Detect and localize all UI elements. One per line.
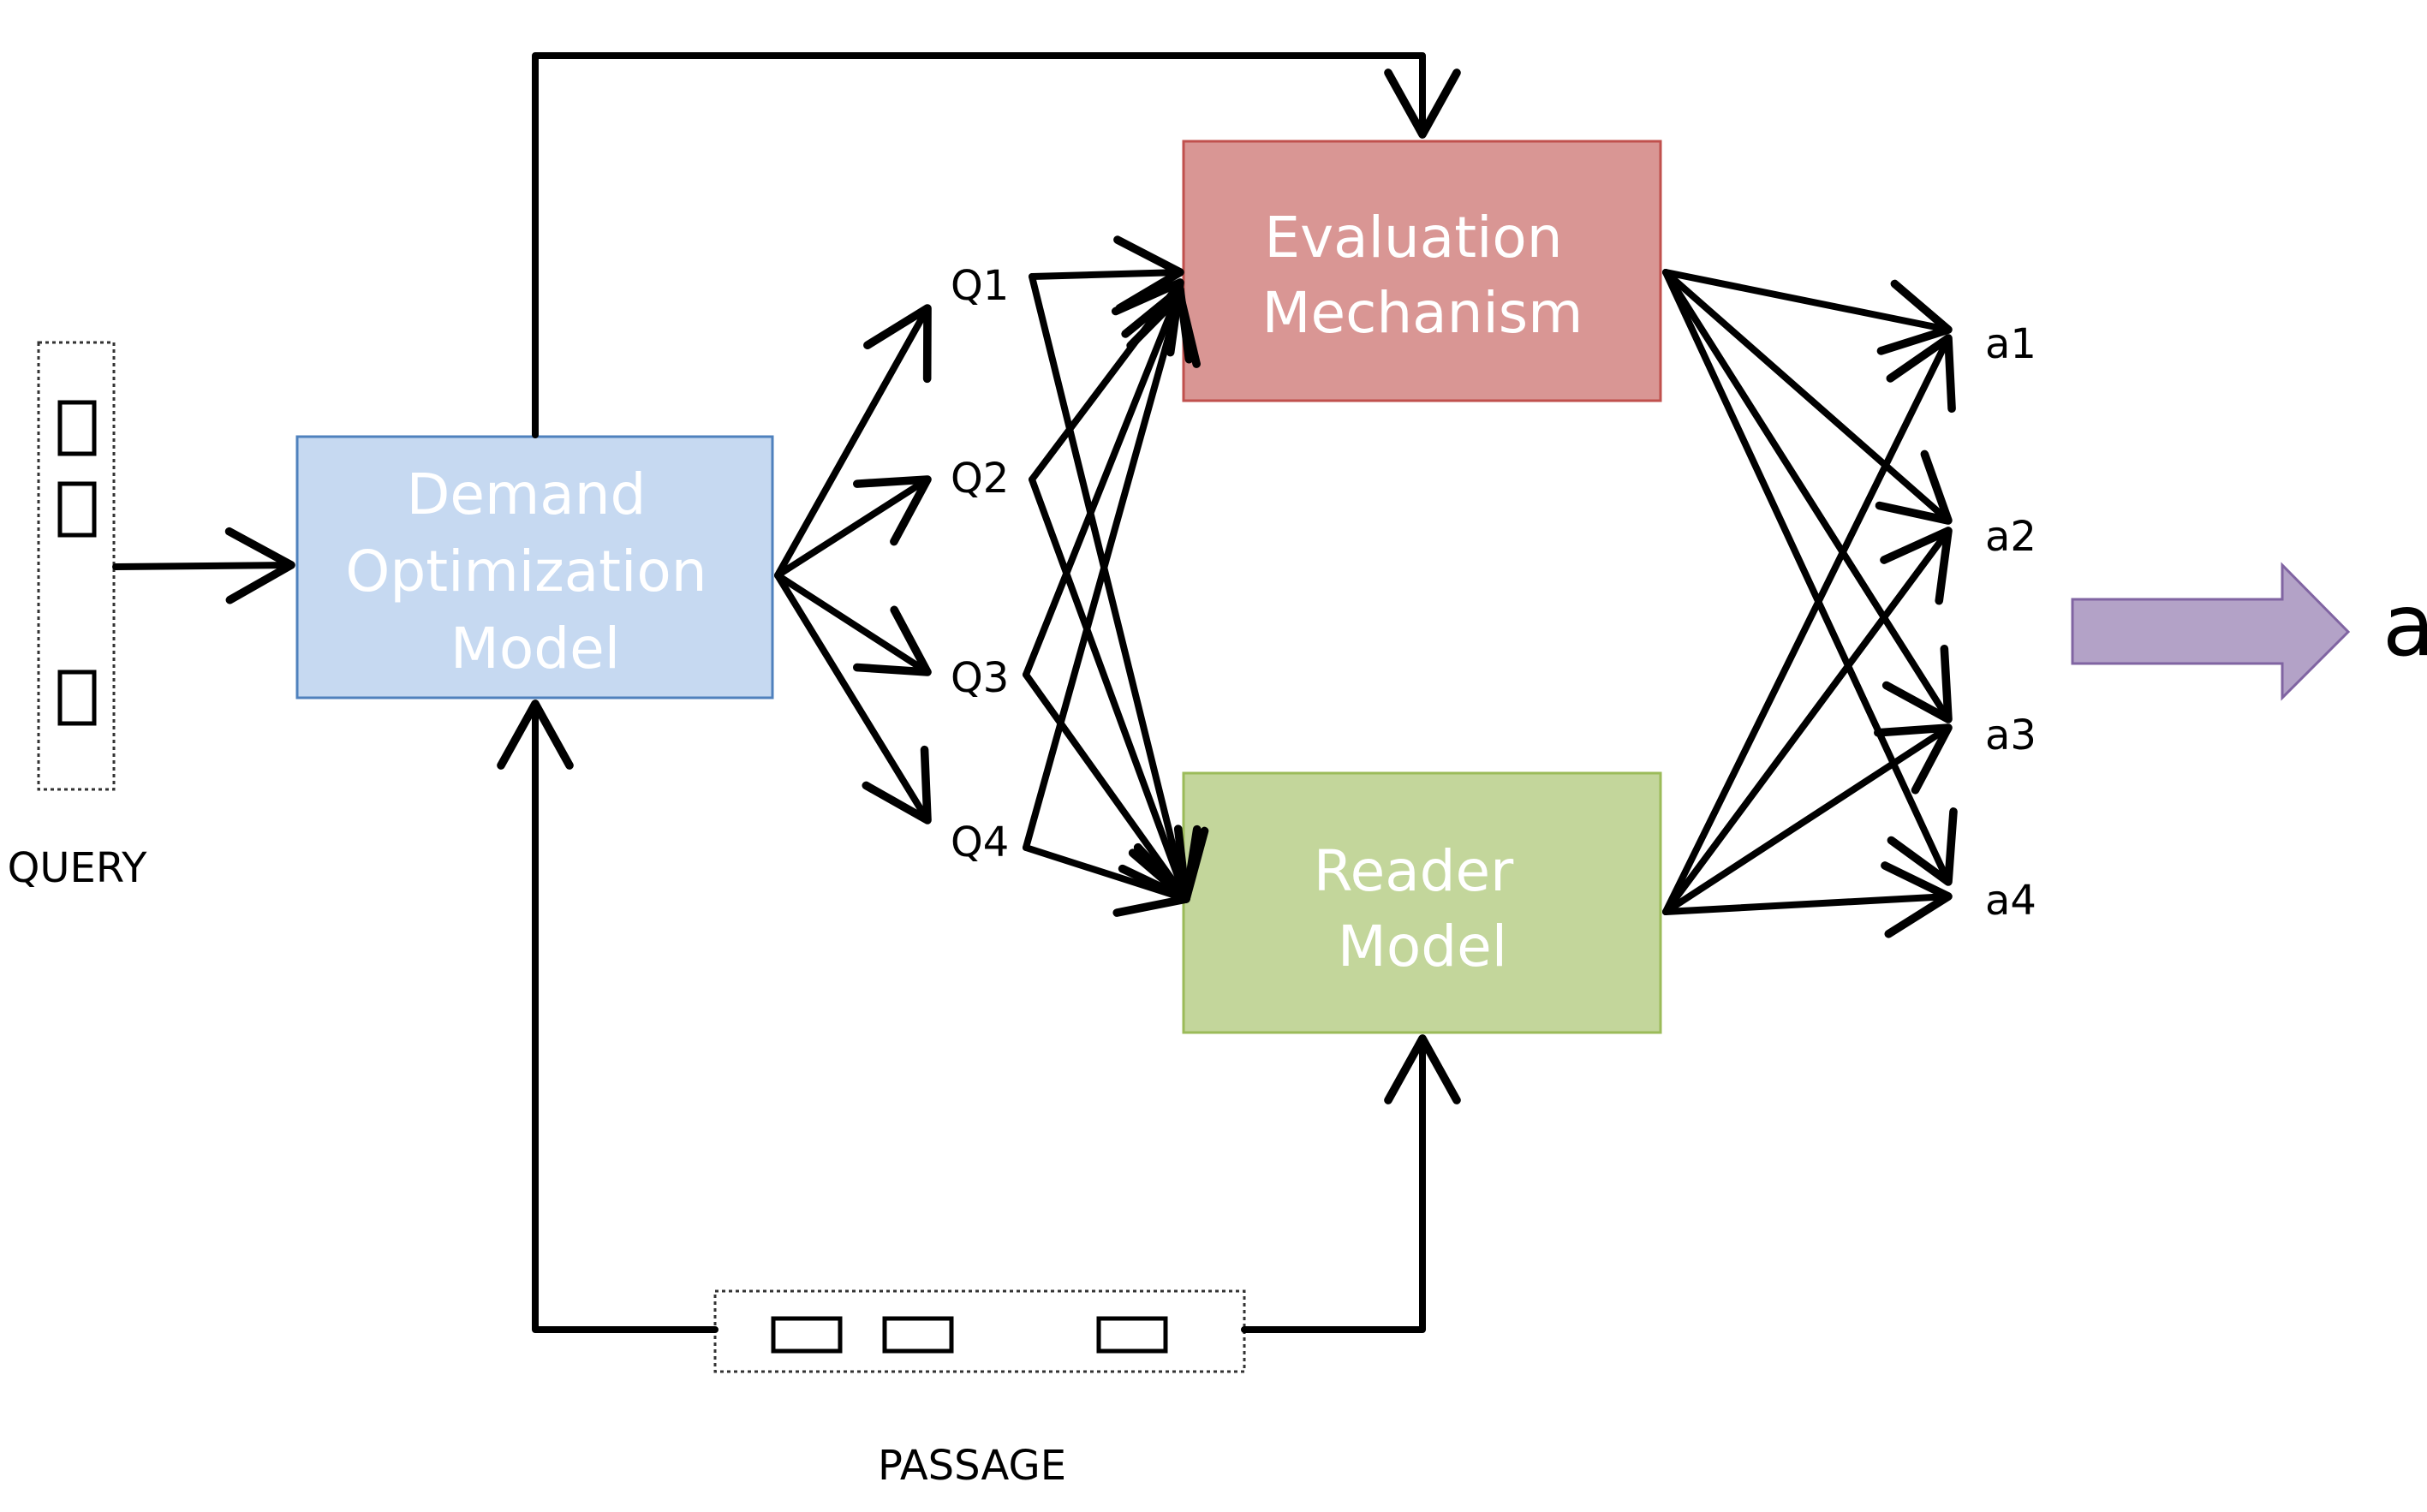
edge-demand-to-q2 <box>774 475 932 579</box>
edge-q4-to-reader <box>1023 843 1190 917</box>
passage-token <box>882 1316 954 1354</box>
edge-group-structure <box>112 52 1461 1333</box>
edge-passage-to-reader <box>1241 1034 1461 1333</box>
edge-reader-to-a1 <box>1662 334 1956 915</box>
query-token <box>57 670 97 726</box>
passage-token <box>771 1316 843 1354</box>
edge-evaluation-to-a2 <box>1662 269 1953 525</box>
question-label-q3: Q3 <box>951 654 1009 702</box>
passage-label: PASSAGE <box>878 1442 1066 1490</box>
edge-group-demand-to-questions <box>774 304 932 824</box>
query-token <box>57 400 97 456</box>
question-label-q1: Q1 <box>951 262 1009 310</box>
query-token <box>57 481 97 538</box>
passage-token <box>1096 1316 1168 1354</box>
edge-query-to-demand <box>112 527 295 604</box>
edge-demand-to-q1 <box>774 304 932 579</box>
answer-label-a2: a2 <box>1985 513 2036 561</box>
edge-group-reader-to-answers <box>1662 334 1956 938</box>
edge-evaluation-to-a1 <box>1662 269 1953 355</box>
final-output-arrow <box>2071 562 2351 701</box>
edge-demand-to-evaluation <box>532 52 1461 438</box>
passage-token-strip <box>713 1289 1246 1373</box>
query-label: QUERY <box>8 844 148 892</box>
edge-evaluation-to-a3 <box>1662 269 1953 723</box>
edge-demand-to-q4 <box>774 572 932 824</box>
edge-passage-to-demand <box>497 699 719 1333</box>
edge-evaluation-to-a4 <box>1662 269 1958 886</box>
edge-group-evaluation-to-answers <box>1662 269 1958 886</box>
evaluation-mechanism-label: Evaluation Mechanism <box>1262 205 1583 346</box>
edge-group-questions-to-models <box>1023 235 1209 917</box>
edge-q3-to-reader <box>1023 671 1190 903</box>
edge-q4-to-evaluation <box>1023 291 1201 851</box>
answer-label-a3: a3 <box>1985 711 2036 759</box>
question-label-q4: Q4 <box>951 819 1009 866</box>
edge-q1-to-evaluation <box>1029 235 1184 313</box>
edge-reader-to-a3 <box>1662 723 1953 915</box>
edge-reader-to-a4 <box>1662 861 1953 938</box>
evaluation-mechanism-box <box>1182 140 1662 402</box>
edge-reader-to-a2 <box>1662 527 1953 915</box>
answer-label-a1: a1 <box>1985 320 2036 368</box>
answer-label-a4: a4 <box>1985 877 2036 925</box>
edge-q1-to-reader <box>1029 273 1209 903</box>
query-token-strip <box>37 341 116 791</box>
demand-optimization-model-label: Demand Optimization Model <box>345 461 725 682</box>
reader-model-label: Reader Model <box>1314 838 1532 979</box>
reader-model-box <box>1182 771 1662 1034</box>
edge-demand-to-q3 <box>774 572 932 676</box>
demand-optimization-model-box <box>295 435 774 699</box>
question-label-q2: Q2 <box>951 455 1009 503</box>
final-answer-label: a <box>2382 575 2427 676</box>
